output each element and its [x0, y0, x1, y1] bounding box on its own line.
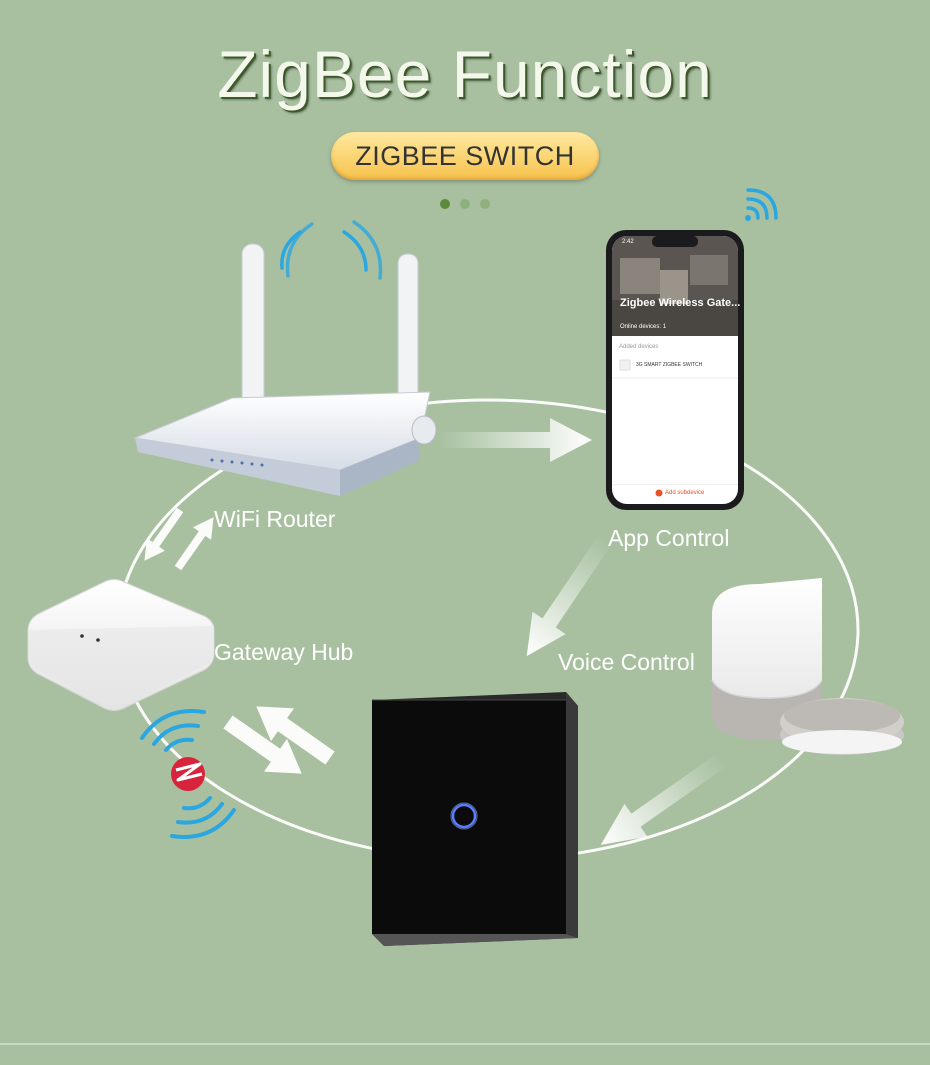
arrow-hub-to-switch [223, 715, 302, 774]
product-badge: ZIGBEE SWITCH [331, 132, 599, 180]
label-app-control: App Control [608, 525, 730, 551]
phone-section-label: Added devices [619, 344, 659, 350]
arrow-hub-to-router [174, 517, 214, 571]
page-title: ZigBee Function [217, 37, 713, 111]
wifi-router [133, 243, 437, 496]
arrow-app-to-switch [526, 535, 612, 657]
bottom-divider [0, 1043, 930, 1045]
arrow-voice-to-switch [600, 753, 727, 845]
phone-add-subdevice-button[interactable]: Add subdevice [665, 490, 705, 496]
arrow-router-to-app [440, 418, 592, 462]
label-wifi-router: WiFi Router [214, 506, 336, 532]
zigbee-logo-icon [171, 757, 205, 791]
phone-app-title: Zigbee Wireless Gate... [620, 297, 741, 309]
arrow-switch-to-hub [256, 706, 335, 765]
phone-online-devices: Online devices: 1 [620, 324, 667, 330]
phone-device-name[interactable]: 3G SMART ZIGBEE SWITCH [636, 362, 703, 368]
smartphone [606, 230, 744, 510]
arrow-router-to-hub [144, 507, 184, 561]
zigbee-waves-icon [140, 709, 236, 839]
pagination-dots [440, 199, 490, 209]
touch-button-icon [450, 802, 478, 830]
mini-speaker [780, 698, 904, 755]
phone-time: 2:42 [622, 239, 634, 245]
wifi-signal-icon [745, 188, 778, 221]
label-gateway-hub: Gateway Hub [214, 639, 354, 665]
wifi-waves-icon [280, 220, 383, 280]
gateway-hub [27, 579, 215, 711]
label-voice-control: Voice Control [558, 649, 695, 675]
